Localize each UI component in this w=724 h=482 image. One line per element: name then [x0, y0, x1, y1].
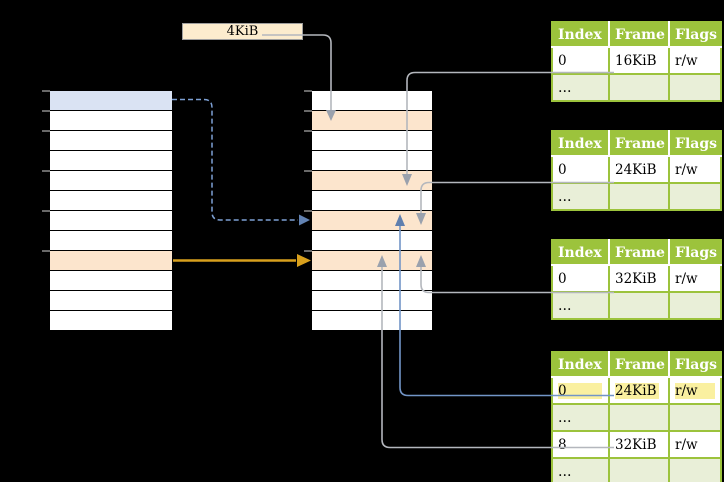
vm-row	[50, 291, 172, 311]
vm-row-mapped-page	[50, 251, 172, 271]
arrow-vm-page0-to-frame	[172, 98, 298, 221]
physical-memory-table	[311, 90, 433, 331]
cell: …	[551, 403, 610, 432]
column-header-flags: Flags	[668, 22, 721, 48]
cell: 0	[551, 155, 610, 184]
table-row: 8 32KiB r/w	[551, 430, 722, 459]
column-header-index: Index	[552, 352, 609, 378]
page-table-4: Index Frame Flags 0 24KiB r/w … 8 32KiB …	[551, 351, 722, 482]
cell	[668, 73, 722, 102]
column-header-index: Index	[552, 240, 609, 266]
pm-row	[312, 311, 432, 330]
arrowhead-right	[297, 254, 311, 267]
page-table-2: Index Frame Flags 0 24KiB r/w …	[551, 130, 722, 211]
cell: 16KiB	[608, 46, 670, 75]
cell	[608, 403, 670, 432]
cell	[608, 73, 670, 102]
table-row: 0 32KiB r/w	[551, 264, 722, 293]
page-table-3: Index Frame Flags 0 32KiB r/w …	[551, 239, 722, 320]
vm-row	[50, 151, 172, 171]
pm-row	[312, 91, 432, 111]
table-row: …	[551, 73, 722, 102]
cell: 0	[551, 376, 610, 405]
table-row: …	[551, 291, 722, 320]
header-row: Index Frame Flags	[552, 240, 721, 266]
column-header-flags: Flags	[668, 131, 721, 157]
column-header-frame: Frame	[608, 352, 669, 378]
vm-row	[50, 231, 172, 251]
cell: r/w	[668, 155, 722, 184]
cell: 24KiB	[608, 376, 670, 405]
cell	[668, 182, 722, 211]
pm-row-allocated-frame	[312, 171, 432, 191]
vm-row	[50, 191, 172, 211]
cell: …	[551, 182, 610, 211]
cell: r/w	[668, 46, 722, 75]
table-row: …	[551, 403, 722, 432]
highlighted-value: 0	[558, 382, 602, 399]
cell	[668, 403, 722, 432]
highlighted-value: r/w	[675, 382, 715, 399]
cell: 8	[551, 430, 610, 459]
cell: 32KiB	[608, 264, 670, 293]
pm-row	[312, 231, 432, 251]
cell: r/w	[668, 376, 722, 405]
page-table-1: Index Frame Flags 0 16KiB r/w …	[551, 21, 722, 102]
column-header-frame: Frame	[608, 22, 669, 48]
table-row: 0 24KiB r/w	[551, 155, 722, 184]
cell: …	[551, 73, 610, 102]
table-row: …	[551, 182, 722, 211]
vm-row-mapped-page	[50, 91, 172, 111]
cell: r/w	[668, 264, 722, 293]
header-row: Index Frame Flags	[552, 352, 721, 378]
vm-row	[50, 271, 172, 291]
pm-row-allocated-frame	[312, 251, 432, 271]
vm-row	[50, 131, 172, 151]
pm-row	[312, 271, 432, 291]
virtual-memory-table	[49, 90, 173, 331]
arrowhead-right	[299, 214, 310, 226]
cell	[608, 182, 670, 211]
cell	[608, 291, 670, 320]
cell: 32KiB	[608, 430, 670, 459]
column-header-frame: Frame	[608, 240, 669, 266]
table-row: …	[551, 457, 722, 482]
cell	[668, 457, 722, 482]
header-row: Index Frame Flags	[552, 22, 721, 48]
column-header-flags: Flags	[668, 240, 721, 266]
pm-row-allocated-frame	[312, 211, 432, 231]
pm-row	[312, 291, 432, 311]
column-header-index: Index	[552, 131, 609, 157]
vm-row	[50, 171, 172, 191]
vm-row	[50, 311, 172, 330]
vm-row	[50, 211, 172, 231]
table-row-highlighted: 0 24KiB r/w	[551, 376, 722, 405]
frame-size-text: 4KiB	[226, 24, 259, 39]
frame-size-label: 4KiB	[182, 23, 303, 40]
pm-row	[312, 131, 432, 151]
pm-row	[312, 151, 432, 171]
cell: 0	[551, 264, 610, 293]
column-header-index: Index	[552, 22, 609, 48]
pm-row	[312, 191, 432, 211]
cell: …	[551, 291, 610, 320]
cell	[608, 457, 670, 482]
vm-row	[50, 111, 172, 131]
table-row: 0 16KiB r/w	[551, 46, 722, 75]
header-row: Index Frame Flags	[552, 131, 721, 157]
pm-row-allocated-frame	[312, 111, 432, 131]
column-header-flags: Flags	[668, 352, 721, 378]
cell: …	[551, 457, 610, 482]
cell: 24KiB	[608, 155, 670, 184]
column-header-frame: Frame	[608, 131, 669, 157]
highlighted-value: 24KiB	[615, 382, 659, 399]
cell: 0	[551, 46, 610, 75]
cell: r/w	[668, 430, 722, 459]
cell	[668, 291, 722, 320]
